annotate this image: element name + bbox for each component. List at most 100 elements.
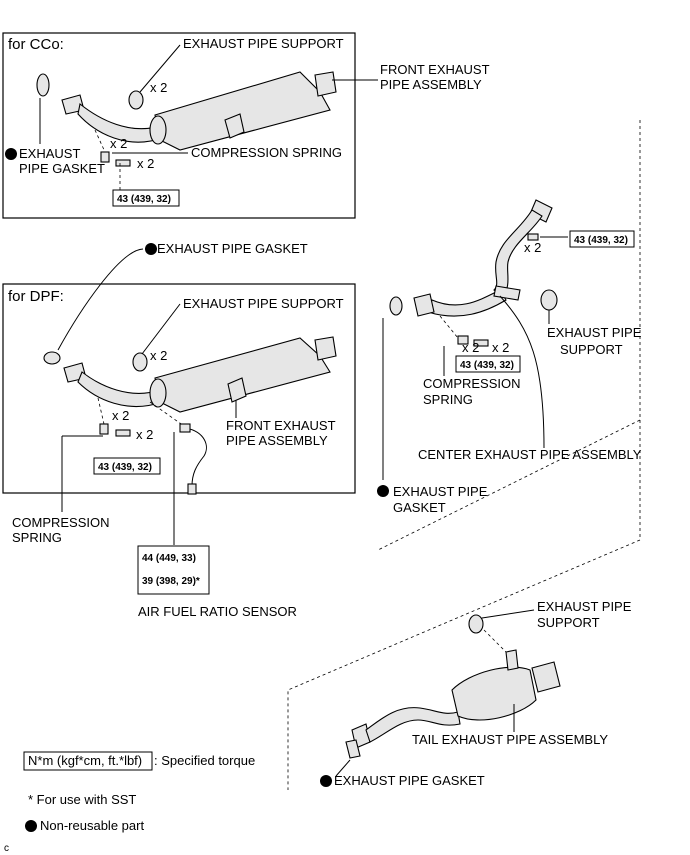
dpf-spring-dash	[97, 397, 105, 425]
center-spring-qty: x 2	[462, 340, 479, 355]
dpf-torque-value: 43 (439, 32)	[98, 462, 152, 473]
dpf-section-title: for DPF:	[8, 288, 64, 305]
tail-support-label-1: EXHAUST PIPE	[537, 599, 632, 614]
center-exhaust-pipe-assembly-label: CENTER EXHAUST PIPE ASSEMBLY	[418, 447, 642, 462]
cco-support-leader	[139, 44, 181, 93]
dpf-compression-label-2: SPRING	[12, 530, 62, 545]
cco-non-reusable-mark	[5, 148, 17, 160]
center-compression-label-2: SPRING	[423, 392, 473, 407]
dpf-sensor-connector	[187, 483, 197, 495]
center-support-rubber	[540, 289, 558, 311]
center-bolt	[473, 339, 489, 347]
tail-support-dash	[483, 629, 507, 653]
tail-hanger	[505, 649, 519, 671]
center-gasket-ring	[389, 296, 403, 316]
dpf-bolt-qty: x 2	[136, 427, 153, 442]
dpf-outlet-flange	[314, 336, 337, 361]
cco-gasket-label-1: EXHAUST	[19, 146, 80, 161]
center-gasket-label-1: EXHAUST PIPE	[393, 484, 488, 499]
cco-bolt	[115, 159, 131, 167]
cco-compression-spring-label: COMPRESSION SPRING	[191, 145, 342, 160]
cco-front-exhaust-label-1: FRONT EXHAUST	[380, 62, 490, 77]
dpf-spring	[99, 423, 109, 435]
legend-torque-box	[23, 751, 153, 771]
dpf-sensor-dash	[149, 401, 185, 427]
dpf-spring-qty: x 2	[112, 408, 129, 423]
dpf-gasket-leader	[57, 248, 144, 351]
cco-support-qty: x 2	[150, 80, 167, 95]
dpf-converter-inlet	[149, 378, 167, 408]
cco-converter-body	[154, 71, 331, 151]
dpf-inlet-pipe	[77, 371, 163, 407]
sensor-torque-value-2: 39 (398, 29)*	[142, 576, 200, 587]
dpf-front-exhaust-label-2: PIPE ASSEMBLY	[226, 433, 328, 448]
center-spring-dash	[439, 315, 459, 339]
tail-support-rubber	[468, 614, 484, 634]
tail-inlet-pipe	[365, 707, 461, 743]
tail-tip	[531, 661, 561, 693]
center-top-qty: x 2	[524, 240, 541, 255]
dpf-gasket-ring	[43, 351, 61, 365]
legend-non-reusable-text: Non-reusable part	[40, 818, 144, 833]
center-spring	[457, 335, 469, 345]
center-gasket-label-2: GASKET	[393, 500, 446, 515]
cco-bolt-qty: x 2	[137, 156, 154, 171]
center-inlet-flange	[413, 293, 435, 317]
dpf-support-leader	[141, 303, 181, 355]
cco-front-exhaust-pipe-drawing	[36, 71, 337, 190]
tail-region-outline	[287, 420, 641, 790]
dpf-exhaust-pipe-support-label: EXHAUST PIPE SUPPORT	[183, 296, 344, 311]
dpf-sensor-wire	[185, 427, 207, 487]
dpf-bracket	[227, 377, 247, 403]
cco-section-frame	[2, 32, 356, 219]
dpf-sensor-body	[179, 423, 191, 433]
cco-section-title: for CCo:	[8, 36, 64, 53]
cco-torque-value: 43 (439, 32)	[117, 194, 171, 205]
center-pipe-lower	[427, 289, 507, 317]
tail-gasket-label: EXHAUST PIPE GASKET	[334, 773, 485, 788]
dpf-front-exhaust-label-1: FRONT EXHAUST	[226, 418, 336, 433]
tail-gasket-non-reusable-mark	[320, 775, 332, 787]
tail-muffler-body	[451, 666, 537, 721]
center-bolt-qty: x 2	[492, 340, 509, 355]
dpf-bolt	[115, 429, 131, 437]
tail-gasket-leader	[335, 759, 351, 777]
tail-support-label-2: SUPPORT	[537, 615, 600, 630]
cco-gasket-label-2: PIPE GASKET	[19, 161, 105, 176]
center-support-label-2: SUPPORT	[560, 342, 623, 357]
center-bottom-torque-box	[455, 355, 521, 373]
center-top-torque-value: 43 (439, 32)	[574, 235, 628, 246]
cco-support-rubber	[128, 90, 144, 110]
legend-sst-note: * For use with SST	[28, 792, 136, 807]
center-support-label-1: EXHAUST PIPE	[547, 325, 642, 340]
dpf-converter-body	[154, 337, 331, 413]
legend-non-reusable-mark	[25, 820, 37, 832]
center-bottom-torque-value: 43 (439, 32)	[460, 360, 514, 371]
center-exhaust-pipe-drawing	[389, 199, 558, 347]
dpf-gasket-label: EXHAUST PIPE GASKET	[157, 241, 308, 256]
corner-mark: c	[4, 843, 9, 854]
cco-torque-box	[112, 189, 180, 207]
legend-torque-text: : Specified torque	[154, 753, 255, 768]
legend-torque-unit: N*m (kgf*cm, ft.*lbf)	[28, 753, 142, 768]
air-fuel-ratio-sensor-label: AIR FUEL RATIO SENSOR	[138, 604, 297, 619]
cco-exhaust-pipe-support-label: EXHAUST PIPE SUPPORT	[183, 36, 344, 51]
dpf-compression-label-1: COMPRESSION	[12, 515, 110, 530]
center-assembly-leader	[499, 295, 545, 449]
sensor-torque-box	[137, 545, 210, 595]
dpf-front-exhaust-pipe-drawing	[43, 336, 337, 495]
tail-exhaust-pipe-assembly-label: TAIL EXHAUST PIPE ASSEMBLY	[412, 732, 608, 747]
center-gasket-non-reusable-mark	[377, 485, 389, 497]
center-top-bolt	[527, 233, 539, 241]
tail-gasket-ring	[345, 739, 361, 759]
cco-spring-dash	[94, 129, 106, 153]
cco-spring-qty: x 2	[110, 136, 127, 151]
dpf-section-frame	[2, 283, 356, 494]
dpf-torque-box	[93, 457, 161, 475]
tail-exhaust-pipe-drawing	[345, 614, 561, 759]
cco-gasket-ring	[36, 73, 50, 97]
dpf-support-qty: x 2	[150, 348, 167, 363]
cco-bracket	[224, 113, 245, 139]
cco-outlet-flange	[314, 71, 337, 97]
